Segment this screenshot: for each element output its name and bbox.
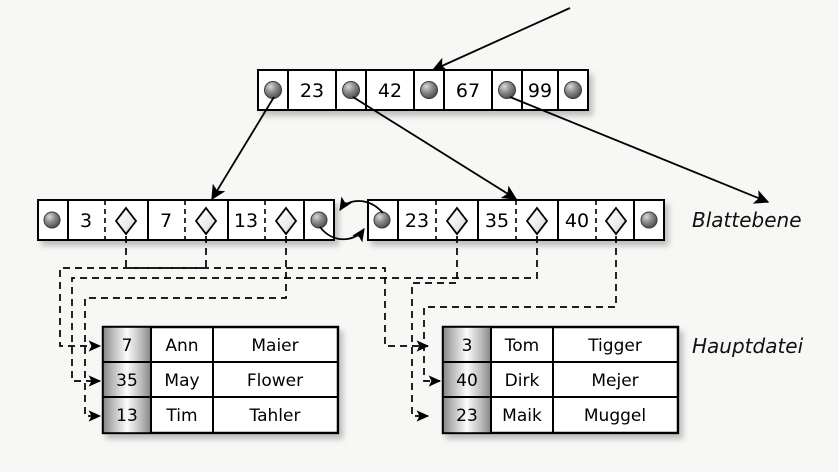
leaf-right-next-pointer-dot[interactable] [640,211,658,229]
cell-key: 40 [456,371,478,391]
table-row[interactable]: 23 Maik Muggel [456,406,646,426]
root-incoming-arrow [431,7,571,72]
root-key-0: 23 [300,80,324,102]
cell-last-name: Muggel [584,406,646,426]
arrow-root-to-leaf-right [352,96,518,200]
cell-last-name: Tigger [587,336,642,356]
cell-key: 3 [462,336,473,356]
leaf-left-key-0: 3 [80,210,92,232]
root-pointer-dot-1[interactable] [342,81,360,99]
cell-first-name: Tim [165,406,197,426]
record-link-40 [423,236,617,387]
cell-key: 7 [122,336,133,356]
leaf-left-next-pointer-dot[interactable] [310,211,328,229]
cell-first-name: Ann [165,336,198,356]
cell-first-name: Maik [502,406,542,426]
main-file-table-left[interactable] [101,325,340,435]
root-key-2: 67 [456,80,480,102]
leaf-right-record-diamonds [445,206,628,236]
leaf-left-key-2: 13 [234,210,258,232]
record-diamond-icon[interactable] [445,206,469,236]
root-key-3: 99 [528,80,552,102]
cell-key: 23 [456,406,478,426]
table-row[interactable]: 13 Tim Tahler [116,406,300,426]
table-row[interactable]: 35 May Flower [116,371,303,391]
record-diamond-icon[interactable] [525,206,549,236]
record-link-7 [59,236,207,352]
cell-key: 13 [116,406,138,426]
root-pointer-dot-2[interactable] [420,81,438,99]
record-diamond-icon[interactable] [604,206,628,236]
cell-first-name: Dirk [505,371,540,391]
key-column-cell [442,361,492,398]
root-pointer-dot-3[interactable] [498,81,516,99]
cell-first-name: Tom [504,336,539,356]
leaf-left-record-diamonds [114,206,298,236]
root-pointer-dot-4[interactable] [564,81,582,99]
record-link-23 [411,236,458,422]
root-pointer-dot-0[interactable] [264,81,282,99]
leaf-left-prev-pointer-dot[interactable] [43,211,61,229]
main-file-table-right[interactable] [441,325,680,435]
record-diamond-icon[interactable] [194,206,218,236]
label-blattebene: Blattebene [692,208,802,232]
table-row[interactable]: 7 Ann Maier [122,336,299,356]
root-key-1: 42 [378,80,402,102]
record-link-35 [71,236,538,387]
root-node-pointers [264,81,582,99]
record-diamond-icon[interactable] [114,206,138,236]
leaf-left-key-1: 7 [160,210,172,232]
label-hauptdatei: Hauptdatei [692,334,804,358]
table-row[interactable]: 3 Tom Tigger [462,336,642,356]
cell-last-name: Tahler [249,406,301,426]
cell-last-name: Flower [247,371,303,391]
leaf-right-key-1: 35 [485,210,509,232]
arrow-root-to-outside [509,96,770,204]
record-link-3 [125,236,430,352]
leaf-link-right-to-left [339,196,384,214]
leaf-right-key-2: 40 [565,210,589,232]
root-index-node[interactable] [257,69,589,111]
leaf-right-prev-pointer-dot[interactable] [373,211,391,229]
cell-last-name: Mejer [591,371,638,391]
record-diamond-icon[interactable] [274,206,298,236]
arrow-root-to-leaf-left [211,96,275,201]
cell-last-name: Maier [251,336,298,356]
leaf-link-left-to-right [319,226,365,243]
cell-key: 35 [116,371,138,391]
leaf-right-key-0: 23 [405,210,429,232]
cell-first-name: May [164,371,199,391]
table-row[interactable]: 40 Dirk Mejer [456,371,638,391]
